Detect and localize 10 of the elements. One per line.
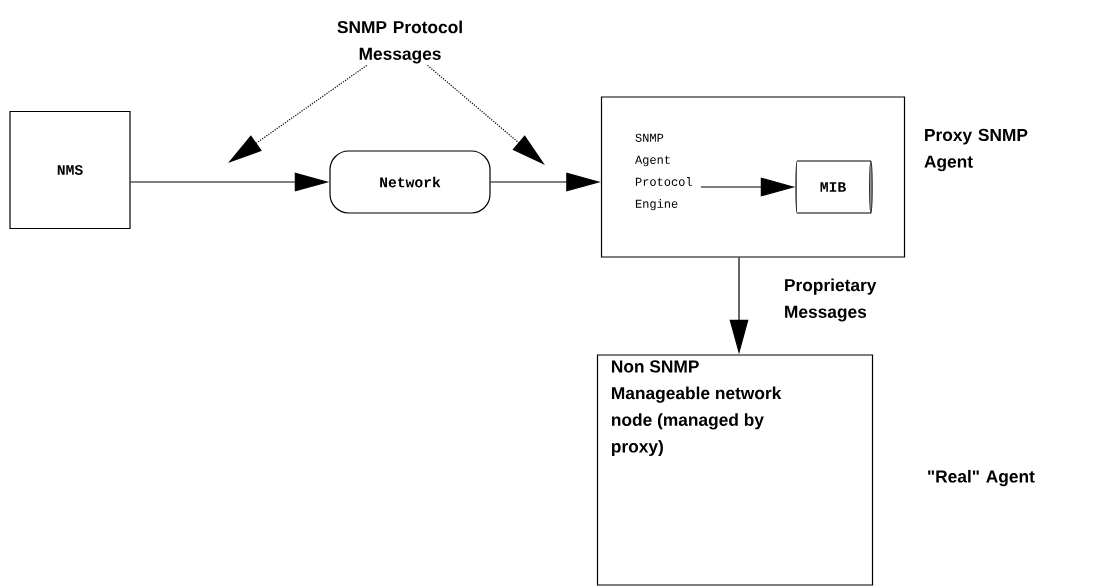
node-caption: "Real" Agent xyxy=(928,469,1035,487)
node-caption: Proxy SNMP Agent xyxy=(924,128,1028,172)
storage-cylinder: MIB xyxy=(795,160,873,214)
text-label: SNMP Agent Protocol Engine xyxy=(635,133,692,211)
process-box: Non SNMP Manageable network node (managed by proxy) xyxy=(596,354,874,586)
text-label: SNMP Protocol Messages xyxy=(337,20,462,64)
process-box xyxy=(600,96,906,258)
rounded-box: Network xyxy=(329,150,491,214)
edge-label: Proprietary Messages xyxy=(782,277,881,323)
process-box: NMS xyxy=(9,110,131,230)
